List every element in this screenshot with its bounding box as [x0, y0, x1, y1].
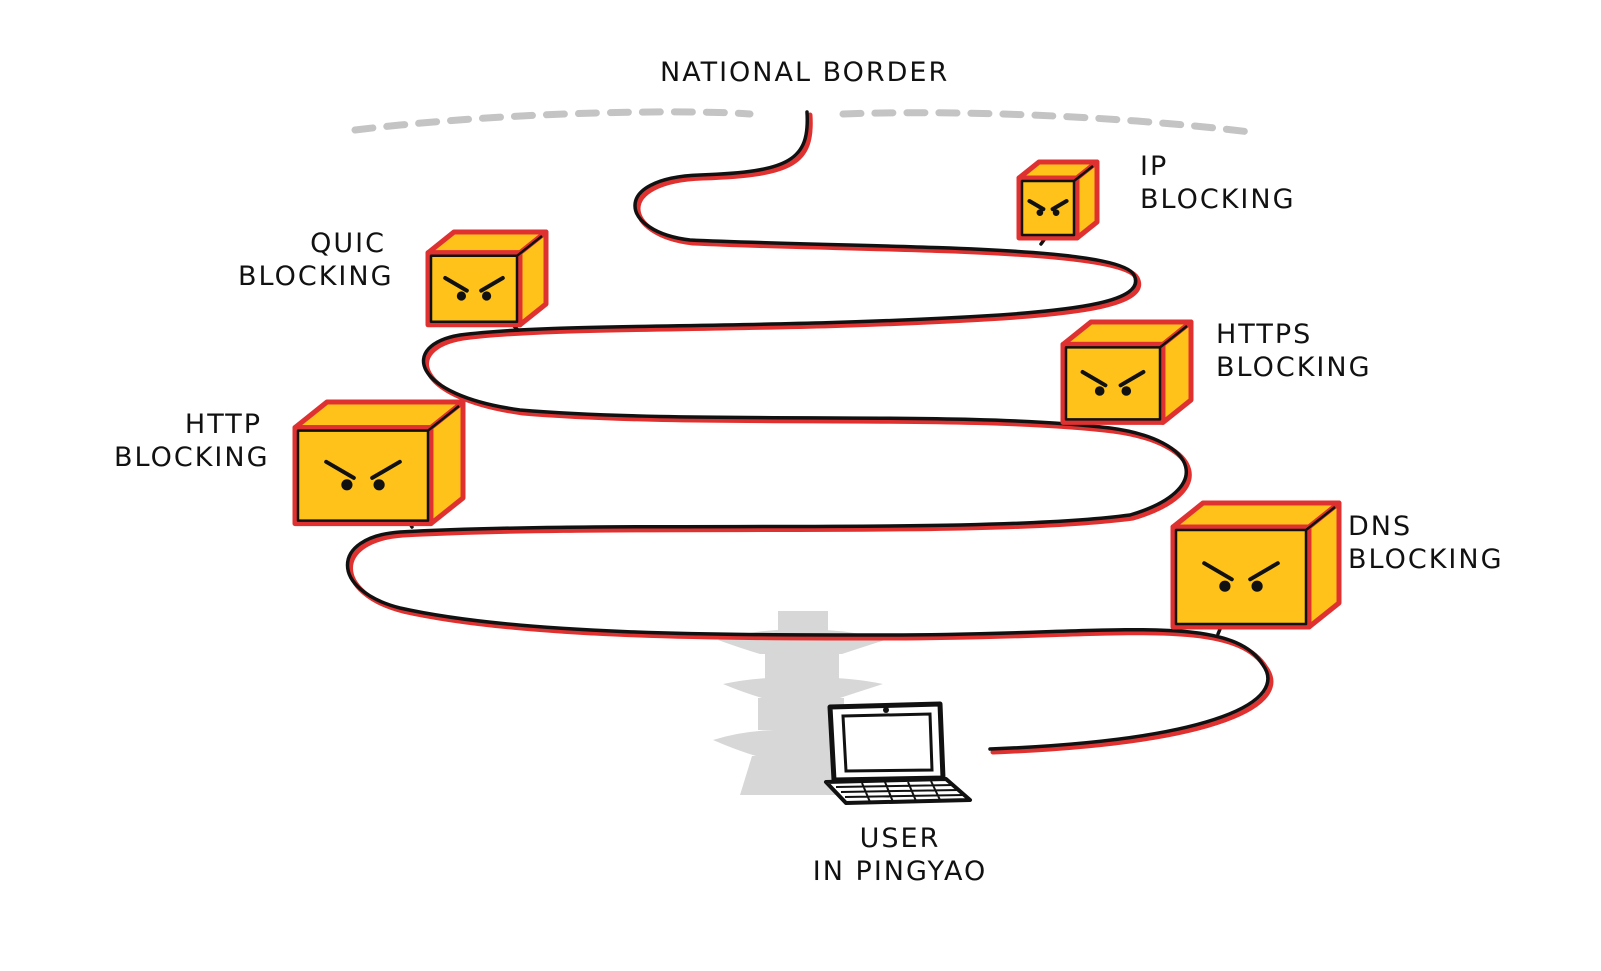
national-border-line-right [839, 109, 1254, 136]
https-blocker-icon [1060, 319, 1194, 425]
ip-blocking-line2: BLOCKING [1140, 184, 1296, 215]
ip-blocking-label: IP BLOCKING [1140, 150, 1296, 216]
http-blocking-label: HTTP BLOCKING [114, 408, 270, 474]
national-border-line [351, 108, 754, 134]
dns-blocker-icon [1170, 500, 1342, 630]
user-label: USER IN PINGYAO [800, 822, 1000, 888]
http-blocking-line1: HTTP [184, 409, 262, 440]
http-blocking-line2: BLOCKING [114, 442, 270, 473]
user-line2: IN PINGYAO [812, 856, 988, 887]
dns-blocking-line2: BLOCKING [1348, 544, 1504, 575]
https-blocking-line2: BLOCKING [1216, 352, 1372, 383]
dns-blocking-label: DNS BLOCKING [1348, 510, 1504, 576]
national-border-text: NATIONAL BORDER [660, 57, 950, 88]
user-line1: USER [859, 823, 941, 854]
http-blocker-icon [292, 399, 466, 527]
quic-blocking-line2: BLOCKING [238, 261, 394, 292]
national-border-label: NATIONAL BORDER [660, 56, 949, 89]
quic-blocker-icon [425, 229, 549, 328]
https-blocking-line1: HTTPS [1216, 319, 1313, 350]
https-blocking-label: HTTPS BLOCKING [1216, 318, 1372, 384]
quic-blocking-line1: QUIC [310, 228, 386, 259]
quic-blocking-label: QUIC BLOCKING [238, 227, 394, 293]
laptop-icon [824, 701, 972, 805]
network-path [345, 110, 1270, 751]
ip-blocking-line1: IP [1140, 151, 1169, 182]
ip-blocker-icon [1016, 159, 1100, 241]
dns-blocking-line1: DNS [1348, 511, 1413, 542]
network-path-shadow [348, 112, 1274, 755]
